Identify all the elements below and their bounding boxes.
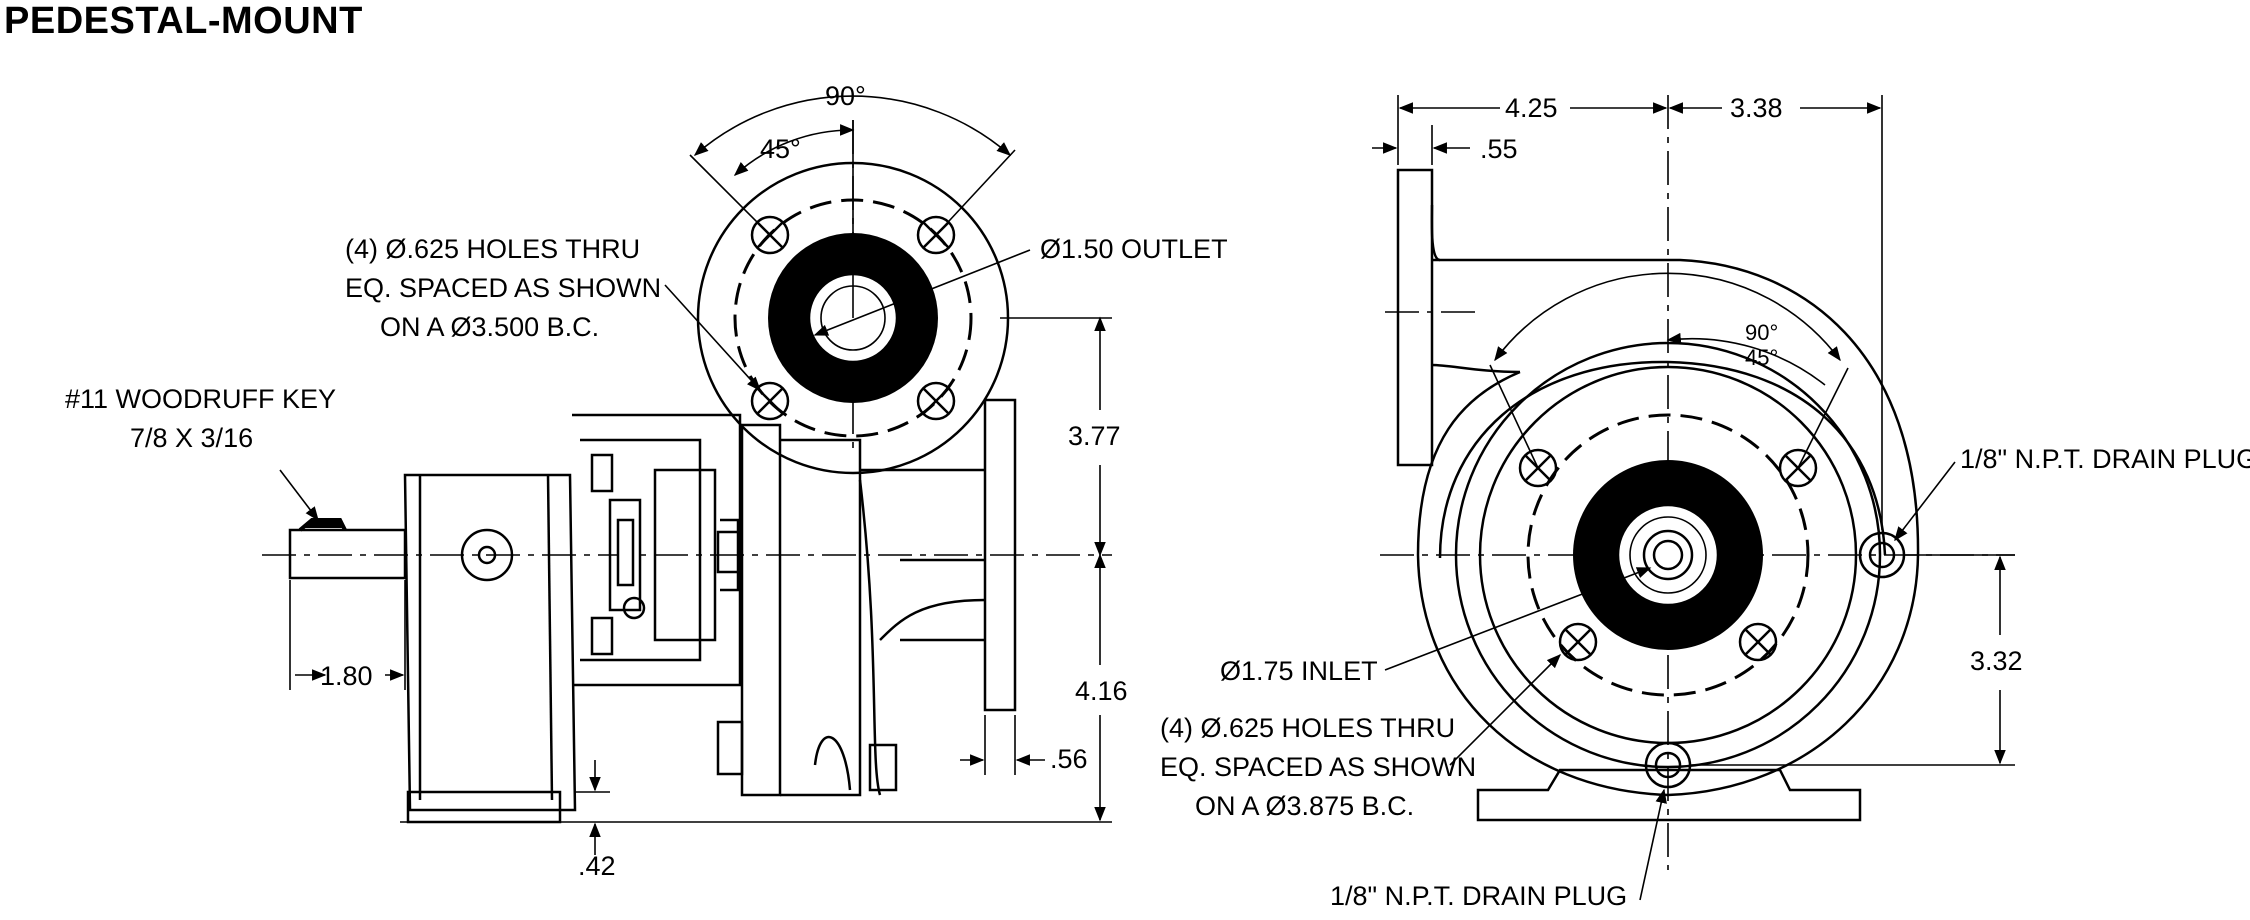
dim-3-32: 3.32 [1970, 646, 2023, 676]
dim-4-25: 4.25 [1505, 93, 1558, 123]
flange-holes-line-2: EQ. SPACED AS SHOWN [345, 273, 661, 303]
flange-holes-line-3: ON A Ø3.500 B.C. [380, 312, 599, 342]
front-angle-90-label: 90° [1745, 320, 1778, 345]
key-label-line-2: 7/8 X 3/16 [130, 423, 253, 453]
dim-3-77: 3.77 [1068, 421, 1121, 451]
front-angle-45-label: 45° [1745, 345, 1778, 370]
angle-45-label: 45° [760, 134, 801, 164]
dim-4-16: 4.16 [1075, 676, 1128, 706]
flange-holes-line-1: (4) Ø.625 HOLES THRU [345, 234, 640, 264]
dim-0-56: .56 [1050, 744, 1088, 774]
front-view: 4.25 3.38 .55 90° 45° 1/8" N.P.T. DRAIN … [1160, 93, 2250, 911]
drain-plug-bottom-label: 1/8" N.P.T. DRAIN PLUG [1330, 881, 1627, 911]
drain-plug-side-label: 1/8" N.P.T. DRAIN PLUG [1960, 444, 2250, 474]
dim-0-55: .55 [1480, 134, 1518, 164]
dim-3-38: 3.38 [1730, 93, 1783, 123]
dim-1-80: 1.80 [320, 661, 373, 691]
angle-90-label: 90° [825, 81, 866, 111]
inlet-holes-line-1: (4) Ø.625 HOLES THRU [1160, 713, 1455, 743]
key-label-line-1: #11 WOODRUFF KEY [65, 384, 336, 414]
inlet-holes-line-3: ON A Ø3.875 B.C. [1195, 791, 1414, 821]
drawing-title: PEDESTAL-MOUNT [4, 0, 363, 42]
inlet-label: Ø1.75 INLET [1220, 656, 1378, 686]
inlet-holes-line-2: EQ. SPACED AS SHOWN [1160, 752, 1476, 782]
side-view: 90° 45° (4) Ø.625 HOLES THRU EQ. SPACED … [65, 81, 1228, 881]
dim-0-42: .42 [578, 851, 616, 881]
outlet-label: Ø1.50 OUTLET [1040, 234, 1228, 264]
